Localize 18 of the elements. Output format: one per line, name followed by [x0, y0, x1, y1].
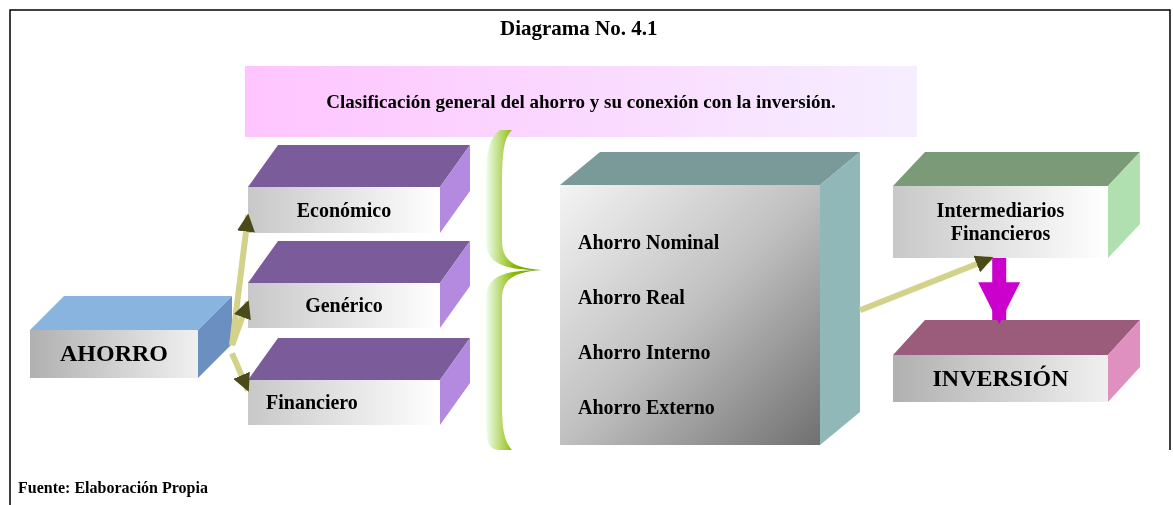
block-label: AHORRO: [59, 340, 169, 368]
arrow: [229, 300, 251, 347]
arrow: [858, 255, 994, 313]
block-label: Económico: [295, 198, 393, 222]
list-item: Ahorro Interno: [578, 341, 711, 364]
arrow: [229, 352, 251, 392]
arrow: [978, 258, 1021, 325]
list-item: Ahorro Externo: [578, 396, 715, 419]
block-label: Financiero: [266, 391, 358, 414]
caption: Fuente: Elaboración Propia: [18, 479, 208, 497]
block-label: Intermediarios Financieros: [935, 199, 1066, 245]
list-item: Ahorro Real: [578, 286, 685, 309]
block-label: Genérico: [304, 294, 384, 317]
block-label: INVERSIÓN: [931, 364, 1070, 393]
arrow: [229, 213, 255, 346]
list-item: Ahorro Nominal: [578, 231, 720, 254]
block-label: Clasificación general del ahorro y su conexión con la inversión.: [325, 90, 837, 113]
title: Diagrama No. 4.1: [500, 16, 658, 41]
